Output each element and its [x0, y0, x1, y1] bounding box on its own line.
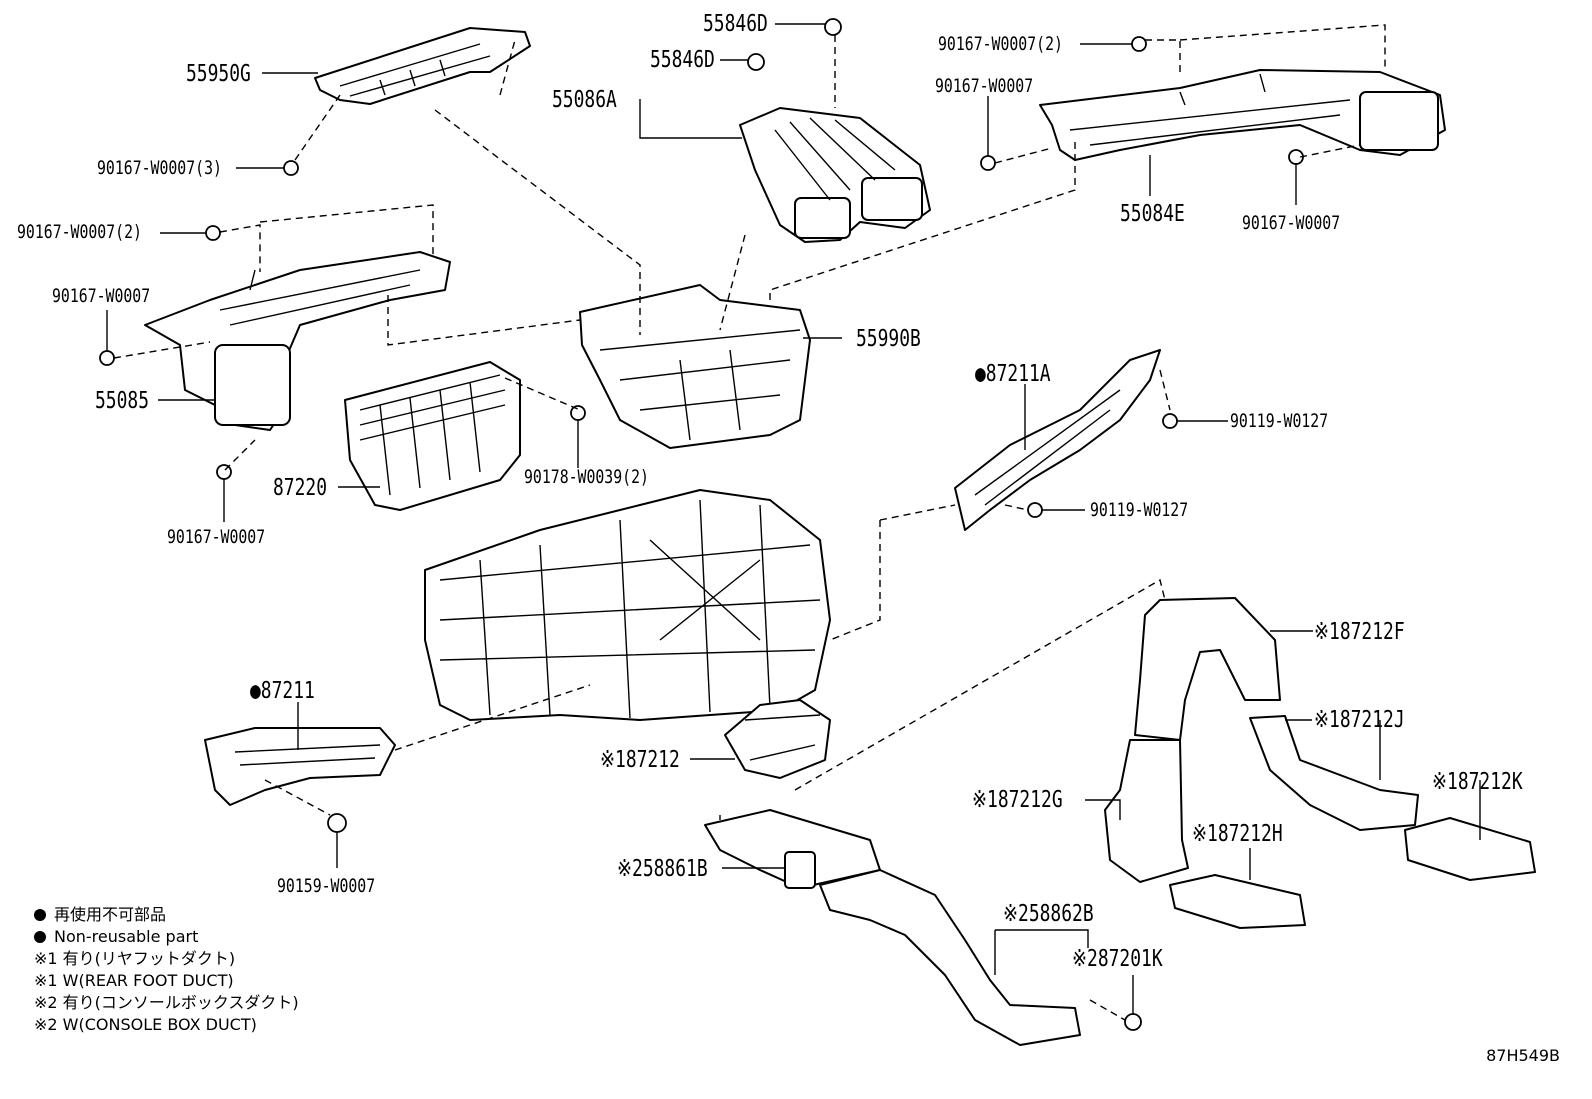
label-87211: ●87211: [250, 678, 315, 704]
label-90178-w0039-2: 90178-W0039(2): [524, 466, 649, 488]
label-55086a: 55086A: [552, 87, 617, 113]
legend-row-4: ※1 W(REAR FOOT DUCT): [34, 970, 299, 992]
label-90119-w0127-a: 90119-W0127: [1230, 410, 1329, 432]
legend-text-3: ※1 有り(リヤフットダクト): [34, 949, 236, 968]
bullet-icon: [34, 909, 46, 921]
label-90167-w0007-2-top: 90167-W0007(2): [938, 33, 1063, 55]
legend-text-5: ※2 有り(コンソールボックスダクト): [34, 993, 299, 1012]
label-90119-w0127-b: 90119-W0127: [1090, 499, 1189, 521]
label-87220: 87220: [273, 475, 328, 501]
label-55846d: 55846D: [650, 47, 715, 73]
label-90167-w0007-right-top: 90167-W0007: [935, 75, 1034, 97]
label-55084e: 55084E: [1120, 201, 1185, 227]
part-55990b: [579, 284, 811, 449]
legend-text-1: 再使用不可部品: [54, 905, 167, 924]
part-87212k: [1404, 817, 1536, 881]
legend-text-2: Non-reusable part: [54, 927, 199, 946]
legend-text-6: ※2 W(CONSOLE BOX DUCT): [34, 1015, 257, 1034]
label-90167-w0007-bottom: 90167-W0007: [167, 526, 266, 548]
legend-text-4: ※1 W(REAR FOOT DUCT): [34, 971, 234, 990]
legend: 再使用不可部品 Non-reusable part ※1 有り(リヤフットダクト…: [34, 904, 299, 1036]
legend-row-3: ※1 有り(リヤフットダクト): [34, 948, 299, 970]
part-87211a: [954, 349, 1161, 531]
part-87212g: [1104, 739, 1189, 883]
legend-row-5: ※2 有り(コンソールボックスダクト): [34, 992, 299, 1014]
label-87212j: ※187212J: [1314, 707, 1405, 733]
label-87212g: ※187212G: [972, 787, 1063, 813]
part-58862b: [819, 869, 1081, 1046]
diagram-code: 87H549B: [1486, 1046, 1560, 1065]
part-87220: [344, 361, 521, 511]
part-55084e: [1039, 69, 1446, 161]
label-58862b: ※258862B: [1003, 901, 1094, 927]
label-90167-w0007-2-left: 90167-W0007(2): [17, 221, 142, 243]
label-90167-w0007-3: 90167-W0007(3): [97, 157, 222, 179]
label-87211a: ●87211A: [975, 361, 1051, 387]
label-87212h: ※187212H: [1192, 821, 1283, 847]
label-87212: ※187212: [600, 747, 680, 773]
part-55085: [144, 251, 451, 431]
assembly-dashed-lines: [113, 24, 1386, 1021]
label-87212k: ※187212K: [1432, 769, 1523, 795]
label-58861b: ※258861B: [617, 856, 708, 882]
label-90167-w0007-right: 90167-W0007: [1242, 212, 1341, 234]
label-90167-w0007-left: 90167-W0007: [52, 285, 151, 307]
label-87201k: ※287201K: [1072, 946, 1163, 972]
part-hvac-unit: [424, 489, 831, 721]
label-55990b: 55990B: [856, 326, 921, 352]
label-55846d-top: 55846D: [703, 11, 768, 37]
label-55085: 55085: [95, 388, 150, 414]
label-55950g: 55950G: [186, 61, 251, 87]
part-87211: [204, 727, 396, 806]
part-58861b: [704, 809, 881, 889]
part-55086a: [739, 107, 931, 243]
legend-row-2: Non-reusable part: [34, 926, 299, 948]
label-87212f: ※187212F: [1314, 619, 1405, 645]
legend-row-6: ※2 W(CONSOLE BOX DUCT): [34, 1014, 299, 1036]
part-87212h: [1169, 874, 1306, 929]
part-55950g: [314, 27, 531, 105]
leader-lines: [106, 23, 1481, 1014]
legend-row-1: 再使用不可部品: [34, 904, 299, 926]
part-87212j: [1249, 715, 1419, 831]
fasteners: [99, 18, 1304, 1031]
bullet-icon: [34, 931, 46, 943]
part-87212: [724, 699, 831, 779]
label-90159-w0007: 90159-W0007: [277, 875, 376, 897]
part-87212f: [1134, 597, 1281, 741]
